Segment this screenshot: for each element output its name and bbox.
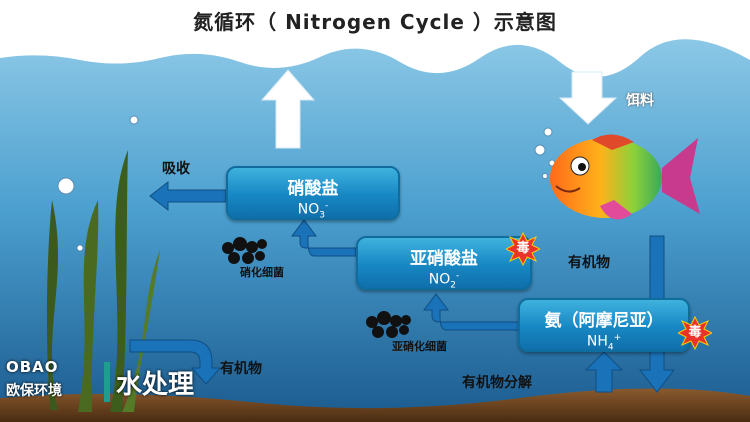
feed-down-arrow [558, 71, 618, 125]
poison-label-ammonia: 毒 [688, 325, 702, 340]
logo-slogan: 水处理 [116, 370, 195, 400]
ammonia-name: 氨（阿摩尼亚） [544, 311, 664, 331]
poison-badge-nitrite: 毒 [504, 231, 542, 267]
plant-organic-arrow [129, 339, 222, 385]
nitrite-formula: NO2- [428, 271, 460, 291]
organic-label-left: 有机物 [220, 361, 262, 377]
nitrate-formula: NO3- [297, 201, 329, 221]
absorb-label: 吸收 [162, 161, 190, 177]
nitrate-name: 硝酸盐 [287, 179, 339, 199]
page-title: 氮循环（ Nitrogen Cycle ）示意图 [193, 10, 557, 34]
nitrite-to-nitrate-arrow [291, 219, 357, 257]
absorb-arrow [149, 180, 227, 212]
nitrate-box: 硝酸盐 NO3- [226, 166, 400, 220]
poison-badge-ammonia: 毒 [676, 315, 714, 351]
poison-burst-icon [504, 231, 542, 267]
decompose-label: 有机物分解 [462, 375, 532, 391]
logo-divider [104, 362, 110, 402]
nitrosomonas-cluster [366, 311, 411, 338]
ammonia-to-nitrite-arrow [423, 293, 521, 331]
sand-bottom [0, 388, 750, 422]
ammonia-formula: NH4+ [586, 333, 622, 353]
logo-brand: OBAO [6, 358, 59, 376]
logo-company: 欧保环境 [6, 383, 62, 399]
nitrobacter-label: 硝化细菌 [240, 266, 284, 279]
seaweed [46, 150, 160, 412]
poison-label-nitrite: 毒 [516, 241, 530, 256]
decompose-up-arrow [584, 351, 624, 393]
poison-burst-icon [676, 315, 714, 351]
nitrosomonas-label: 亚硝化细菌 [392, 340, 447, 353]
nitrite-box: 亚硝酸盐 NO2- [356, 236, 532, 290]
fish [550, 134, 700, 220]
nitrobacter-cluster [222, 237, 267, 264]
ammonia-box: 氨（阿摩尼亚） NH4+ [518, 298, 690, 352]
company-logo: OBAO 欧保环境 水处理 [6, 358, 194, 402]
nitrite-name: 亚硝酸盐 [410, 249, 478, 269]
organic-label-right: 有机物 [568, 255, 610, 271]
feed-label: 饵料 [626, 93, 654, 109]
release-up-arrow [260, 69, 316, 149]
